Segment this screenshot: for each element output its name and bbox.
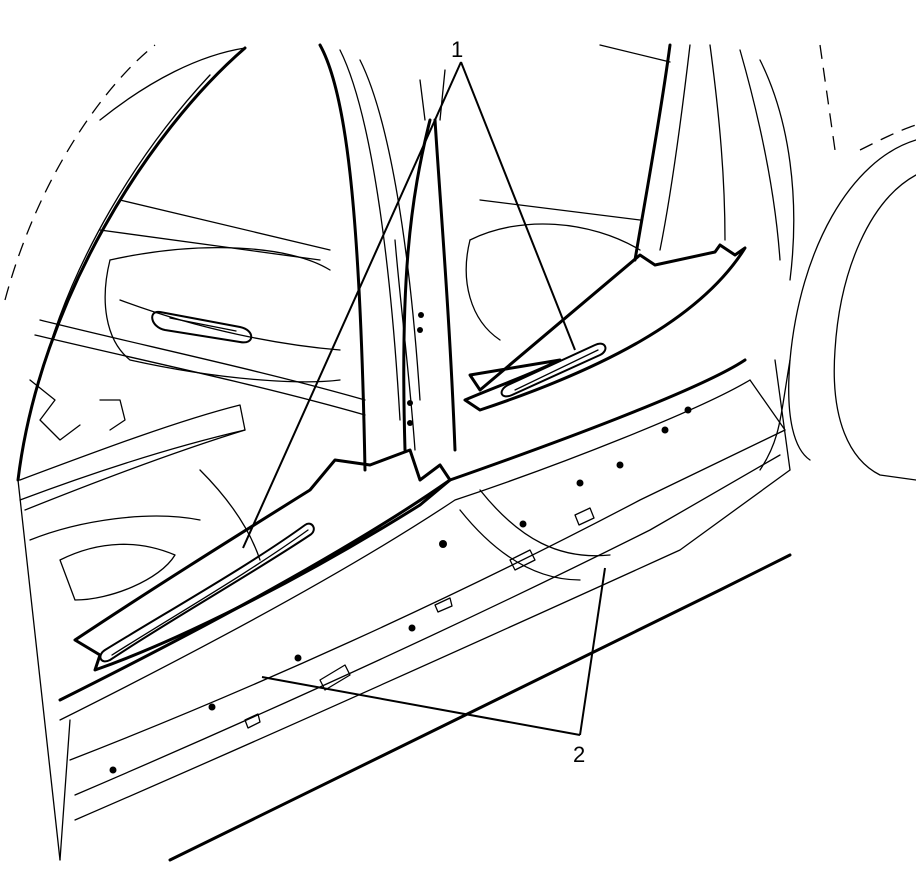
callout-2-label: 2 bbox=[573, 742, 585, 767]
leader-2-left bbox=[261, 676, 581, 736]
rocker-panel bbox=[17, 358, 792, 862]
floor-console bbox=[19, 379, 261, 601]
b-pillar bbox=[394, 69, 457, 452]
rear-sill-plate bbox=[463, 243, 747, 412]
front-seat bbox=[34, 199, 366, 416]
front-door-opening bbox=[16, 43, 421, 482]
leader-1-rear bbox=[460, 61, 576, 351]
leader-lines bbox=[242, 61, 606, 736]
rear-door-opening bbox=[465, 43, 795, 341]
leader-1-front bbox=[242, 61, 462, 549]
body-outline bbox=[4, 44, 916, 301]
leader-2-right bbox=[579, 567, 606, 736]
callout-1-label: 1 bbox=[451, 37, 463, 62]
rear-wheel-arch bbox=[759, 139, 916, 481]
front-sill-plate bbox=[73, 448, 452, 672]
